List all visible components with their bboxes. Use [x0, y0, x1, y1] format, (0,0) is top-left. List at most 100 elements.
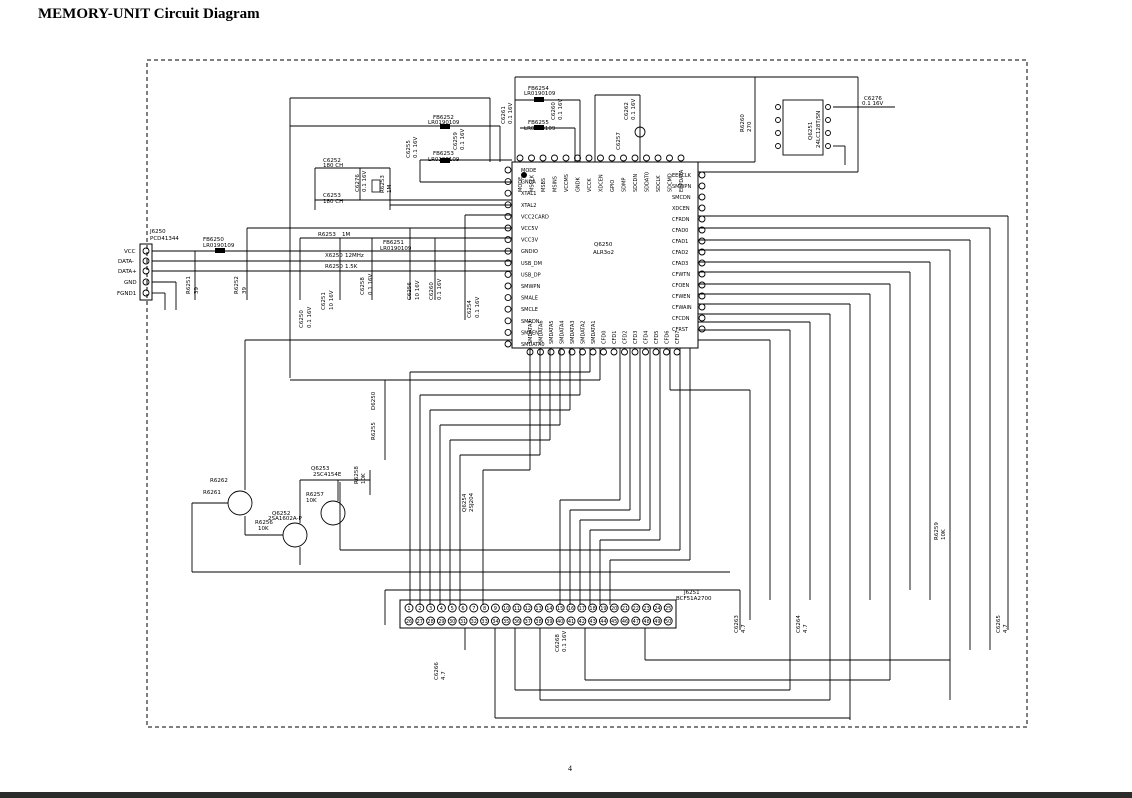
- connector-pin-label: 22: [633, 606, 639, 612]
- chip-right-pin-label: CFRST: [672, 327, 689, 333]
- chip-pin-circle: [504, 270, 512, 278]
- chip-left-pin-label: SMWPN: [521, 284, 540, 290]
- svg-text:2SC4154E: 2SC4154E: [313, 472, 342, 478]
- svg-text:10K: 10K: [361, 473, 367, 484]
- connector-pin-circle: [588, 603, 598, 613]
- chip-top-pin-label: SDMP: [622, 178, 628, 192]
- main-chip: Q6250 ALR3o2 MODEGNDAXTAL1XTAL2VCC2CARDV…: [504, 154, 706, 356]
- chip-pin-circle: [698, 215, 706, 223]
- connector-pin-label: 35: [503, 619, 509, 625]
- page-number: 4: [568, 764, 572, 773]
- connector-pin-label: 34: [492, 619, 498, 625]
- chip-pin-circle: [504, 212, 512, 220]
- chip-pin-circle: [608, 154, 616, 162]
- connector-pin-circle: [598, 616, 608, 626]
- connector-pin-circle: [544, 603, 554, 613]
- chip-right-pin-label: CFAD3: [672, 261, 688, 267]
- chip-pin-circle: [528, 154, 535, 162]
- chip-pin-circle: [539, 154, 547, 162]
- svg-text:R6259: R6259: [934, 522, 940, 540]
- connector-pin-circle: [534, 616, 544, 626]
- top-filters: FB6254 LR0190109 FB6255 LR0190109 C6261 …: [501, 76, 755, 162]
- svg-text:0.1 16V: 0.1 16V: [562, 631, 568, 652]
- connector-pin-circle: [566, 616, 576, 626]
- svg-text:180 CH: 180 CH: [323, 199, 343, 205]
- chip-pin-circle: [504, 236, 512, 244]
- connector-pin-label: 24: [654, 606, 660, 612]
- chip-pin-circle: [610, 348, 618, 356]
- svg-text:Q6253: Q6253: [311, 466, 330, 472]
- chip-right-pin-label: CFOEN: [672, 283, 689, 289]
- pin-fgnd1: FGND1: [117, 291, 136, 297]
- svg-text:FB6250: FB6250: [203, 237, 224, 243]
- chip-top-pin-label: GPIO: [610, 180, 616, 192]
- chip-bottom-pin-label: SMDATA4: [560, 320, 566, 344]
- connector-pin-label: 36: [514, 619, 520, 625]
- svg-text:1.5K: 1.5K: [345, 264, 358, 270]
- svg-text:Q6251: Q6251: [808, 122, 814, 140]
- connector-pin-circle: [577, 603, 587, 613]
- connector-pin-label: 13: [535, 606, 541, 612]
- chip-right-pin-label: XDCEN: [672, 206, 690, 212]
- connector-pin-label: 4: [440, 606, 443, 612]
- connector-pin-circle: [577, 616, 587, 626]
- input-component-labels: FB6250 LR0190109 R6253 1M X6250 12MHz R6…: [186, 232, 481, 328]
- svg-text:C6260: C6260: [551, 102, 557, 120]
- svg-text:C6252: C6252: [323, 158, 341, 164]
- chip-left-pins: MODEGNDAXTAL1XTAL2VCC2CARDVCC5VVCC3VGNDI…: [504, 166, 549, 348]
- input-wires: [152, 214, 512, 320]
- svg-text:39: 39: [242, 287, 248, 294]
- svg-text:C6258: C6258: [360, 277, 366, 295]
- chip-ref: Q6250: [594, 242, 613, 248]
- chip-pin-circle: [585, 154, 593, 162]
- chip-top-pin-label: VCCK: [587, 178, 593, 192]
- connector-pin-label: 26: [406, 619, 412, 625]
- bottom-bus: D6250 R6255 Q6254 2SJ204: [290, 348, 691, 605]
- svg-text:X6250: X6250: [325, 253, 343, 259]
- connector-pin-circle: [501, 616, 511, 626]
- connector-pin-label: 41: [568, 619, 574, 625]
- connector-pin-label: 39: [546, 619, 552, 625]
- chip-top-pin-label: XDCEN: [599, 174, 605, 192]
- svg-text:R6253: R6253: [380, 175, 386, 193]
- svg-text:C6254: C6254: [467, 300, 473, 318]
- connector-pin-label: 43: [589, 619, 595, 625]
- svg-text:0.1 16V: 0.1 16V: [368, 274, 374, 295]
- chip-left-pin-label: MODE: [521, 168, 536, 174]
- chip-pin-circle: [504, 328, 512, 336]
- svg-text:4.7: 4.7: [803, 624, 809, 633]
- connector-pin-circle: [480, 616, 490, 626]
- chip-pin-circle: [589, 348, 597, 356]
- chip-bottom-pin-label: CFD4: [644, 331, 650, 344]
- chip-pin-circle: [600, 348, 607, 356]
- chip-pin-circle: [504, 305, 512, 313]
- chip-top-pin-label: VCCMS: [564, 174, 570, 192]
- svg-text:0.1 16V: 0.1 16V: [413, 137, 419, 158]
- chip-left-pin-label: SMREN: [521, 330, 539, 336]
- chip-left-pin-label: USB_DP: [521, 272, 541, 278]
- svg-text:C6266: C6266: [434, 662, 440, 680]
- connector-pin-circle: [426, 616, 436, 626]
- chip-pin-circle: [698, 248, 706, 256]
- svg-text:C6256: C6256: [407, 282, 413, 300]
- chip-pin-circle: [698, 171, 706, 179]
- connector-pin-circle: [404, 603, 414, 613]
- transistor-section: R6262 R6261 Q6252 2SA1602A-P R6256 10K Q…: [191, 339, 730, 573]
- svg-text:10 16V: 10 16V: [415, 280, 421, 300]
- connector-pin-circle: [588, 616, 598, 626]
- connector-pin-circle: [652, 616, 662, 626]
- svg-text:39: 39: [194, 287, 200, 294]
- connector-pin-label: 50: [665, 619, 671, 625]
- svg-text:D6250: D6250: [371, 391, 377, 410]
- connector-pin-circle: [620, 616, 630, 626]
- connector-pin-circle: [555, 616, 565, 626]
- connector-pin-label: 16: [568, 606, 574, 612]
- chip-right-pin-label: CFCDN: [672, 316, 690, 322]
- svg-text:C6257: C6257: [616, 132, 622, 150]
- svg-text:C6250: C6250: [299, 310, 305, 328]
- connector-pin-circle: [609, 603, 619, 613]
- schematic-border: [146, 59, 1028, 728]
- svg-text:24LC128T/SN: 24LC128T/SN: [816, 111, 822, 148]
- svg-text:270: 270: [747, 121, 753, 132]
